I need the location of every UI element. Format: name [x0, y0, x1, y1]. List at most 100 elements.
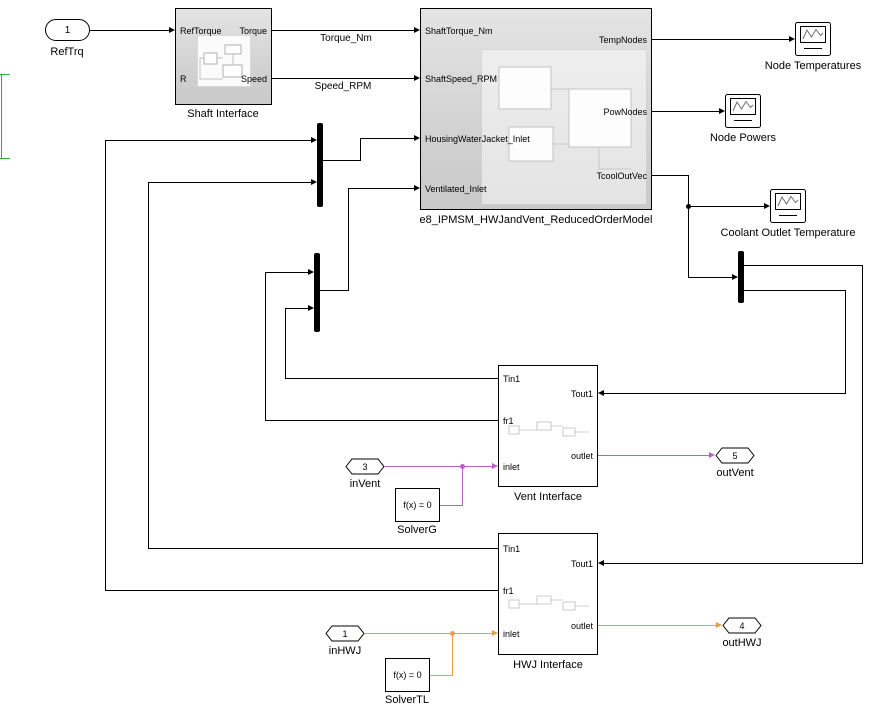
wire-demux-to-hwj-tout-seg2[interactable]	[862, 265, 863, 564]
solverg-block[interactable]: f(x) = 0	[395, 488, 440, 522]
arrowhead	[308, 305, 314, 311]
solverg-name[interactable]: SolverG	[397, 524, 437, 536]
port-number: 1	[64, 24, 71, 36]
arrowhead	[732, 274, 738, 280]
wire-outlet-to-outhwj[interactable]	[598, 625, 716, 626]
wire-outlet-to-outvent[interactable]	[598, 455, 709, 456]
scope-node-powers-label[interactable]: Node Powers	[709, 132, 777, 144]
wire-mux2-out-seg3[interactable]	[348, 188, 414, 189]
mux-block-vent[interactable]	[314, 253, 320, 332]
scope-node-temperatures-label[interactable]: Node Temperatures	[764, 60, 862, 72]
wire-mux1-out-seg2[interactable]	[360, 138, 361, 161]
hwj-interface-block[interactable]: Tin1 Tout1 fr1 inlet outlet	[498, 533, 598, 655]
demux-block-coolant[interactable]	[738, 251, 744, 303]
connection-port-outvent[interactable]: 5	[715, 447, 755, 464]
inport-reftrq[interactable]: 1	[45, 19, 90, 41]
wire-mux1-out-seg3[interactable]	[360, 138, 414, 139]
branch-point	[686, 204, 691, 209]
arrowhead	[169, 27, 175, 33]
wire-hwj-tin-feedback-seg1[interactable]	[148, 548, 498, 549]
arrowhead	[719, 108, 725, 114]
wire-pownodes-to-scope[interactable]	[652, 111, 719, 112]
port-label-outlet: outlet	[570, 451, 593, 461]
scope-node-powers[interactable]	[725, 94, 761, 128]
wire-tcooloutvec-seg2[interactable]	[688, 175, 689, 278]
arrowhead	[492, 463, 498, 469]
arrowhead	[414, 27, 420, 33]
wire-hwj-fr-feedback-seg1[interactable]	[105, 590, 498, 591]
solvertl-block[interactable]: f(x) = 0	[385, 658, 430, 692]
vent-interface-block[interactable]: Tin1 Tout1 fr1 inlet outlet	[498, 365, 598, 487]
vent-interface-name[interactable]: Vent Interface	[514, 491, 582, 503]
port-number: 5	[732, 450, 738, 461]
wire-mux1-out-seg1[interactable]	[323, 160, 360, 161]
wire-hwj-fr-feedback-seg3[interactable]	[105, 140, 311, 141]
wire-tcooloutvec-seg1[interactable]	[652, 175, 688, 176]
wire-vent-tin-feedback-seg2[interactable]	[285, 308, 286, 379]
wire-demux-to-vent-tout-seg1[interactable]	[744, 290, 845, 291]
signal-label-speed-rpm[interactable]: Speed_RPM	[314, 81, 372, 92]
connection-port-invent[interactable]: 3	[345, 458, 385, 475]
rom-name[interactable]: e8_IPMSM_HWJandVent_ReducedOrderModel	[419, 214, 653, 226]
wire-reftrq-to-shaft[interactable]	[90, 30, 169, 31]
wire-demux-to-vent-tout-seg2[interactable]	[845, 290, 846, 394]
wire-mux2-out-seg1[interactable]	[320, 290, 348, 291]
wire-solvertl-seg2[interactable]	[452, 633, 453, 676]
hexagon-port-icon	[722, 617, 762, 634]
connection-port-inhwj[interactable]: 1	[325, 625, 365, 642]
wire-tcooloutvec-to-demux[interactable]	[688, 277, 732, 278]
outvent-label[interactable]: outVent	[716, 467, 754, 479]
arrowhead	[311, 137, 317, 143]
offscreen-signal-wire-seg2[interactable]	[1, 74, 2, 159]
wire-demux-to-hwj-tout-seg1[interactable]	[744, 265, 862, 266]
solvertl-name[interactable]: SolverTL	[384, 694, 430, 706]
wire-torque-nm[interactable]	[272, 30, 414, 31]
wire-vent-fr-feedback-seg3[interactable]	[265, 272, 308, 273]
invent-label[interactable]: inVent	[349, 478, 381, 490]
port-label-pownodes: PowNodes	[603, 107, 647, 117]
scope-icon	[795, 22, 831, 56]
inhwj-label[interactable]: inHWJ	[328, 645, 362, 657]
wire-demux-to-vent-tout-seg3[interactable]	[604, 393, 845, 394]
wire-solverg-seg1[interactable]	[440, 505, 462, 506]
offscreen-signal-wire-seg3[interactable]	[0, 158, 10, 159]
scope-coolant-outlet-temperature[interactable]	[770, 189, 806, 223]
scope-icon	[770, 189, 806, 223]
port-label-reftorque: RefTorque	[180, 26, 222, 36]
wire-hwj-tin-feedback-seg2[interactable]	[148, 182, 149, 549]
scope-node-temperatures[interactable]	[795, 22, 831, 56]
hwj-interface-name[interactable]: HWJ Interface	[513, 659, 583, 671]
wire-tempnodes-to-scope[interactable]	[652, 39, 789, 40]
arrowhead	[709, 452, 715, 458]
wire-solvertl-seg1[interactable]	[430, 675, 452, 676]
scope-coolant-outlet-label[interactable]: Coolant Outlet Temperature	[720, 227, 856, 239]
outhwj-label[interactable]: outHWJ	[722, 637, 762, 649]
wire-vent-fr-feedback-seg2[interactable]	[265, 272, 266, 421]
wire-vent-tin-feedback-seg1[interactable]	[285, 378, 498, 379]
wire-inhwj-to-inlet[interactable]	[365, 633, 492, 634]
connection-port-outhwj[interactable]: 4	[722, 617, 762, 634]
wire-mux2-out-seg2[interactable]	[348, 188, 349, 291]
wire-invent-to-inlet[interactable]	[385, 466, 492, 467]
shaft-interface-name[interactable]: Shaft Interface	[187, 108, 259, 120]
wire-solverg-seg2[interactable]	[462, 466, 463, 506]
signal-label-torque-nm[interactable]: Torque_Nm	[320, 33, 372, 44]
wire-hwj-fr-feedback-seg2[interactable]	[105, 140, 106, 591]
inport-reftrq-label[interactable]: RefTrq	[50, 46, 84, 58]
wire-vent-tin-feedback-seg3[interactable]	[285, 308, 308, 309]
arrowhead	[598, 390, 604, 396]
port-label-fr1: fr1	[503, 416, 514, 426]
wire-vent-fr-feedback-seg1[interactable]	[265, 420, 498, 421]
shaft-interface-block[interactable]: RefTorque Torque R Speed	[175, 8, 272, 105]
port-label-speed: Speed	[240, 74, 267, 84]
scope-icon	[725, 94, 761, 128]
wire-speed-rpm[interactable]	[272, 78, 414, 79]
wire-hwj-tin-feedback-seg3[interactable]	[148, 182, 311, 183]
wire-demux-to-hwj-tout-seg3[interactable]	[604, 563, 862, 564]
mux-block-hwj[interactable]	[317, 123, 323, 207]
branch-point	[450, 631, 455, 636]
offscreen-signal-wire-seg1[interactable]	[0, 74, 10, 75]
rom-block[interactable]: ShaftTorque_Nm ShaftSpeed_RPM HousingWat…	[420, 8, 652, 210]
wire-tcooloutvec-to-scope[interactable]	[688, 206, 764, 207]
